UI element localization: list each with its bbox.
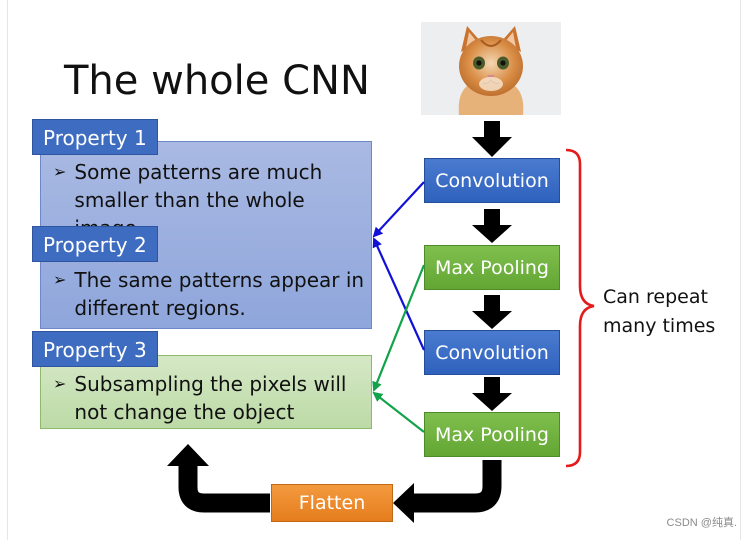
- to-flatten-arrowhead-icon: [393, 483, 414, 523]
- property-1-tag: Property 1: [32, 119, 158, 155]
- convolution-block-1: Convolution: [424, 158, 560, 203]
- property-3-tag: Property 3: [32, 331, 158, 367]
- bullet-arrow-icon: ➢: [53, 270, 67, 289]
- max-pooling-block-1: Max Pooling: [424, 245, 560, 290]
- flatten-block: Flatten: [271, 484, 393, 522]
- watermark: CSDN @纯真.: [666, 517, 737, 529]
- property-3-line-2: not change the object: [74, 400, 295, 424]
- property-3-bullet: ➢ Subsampling the pixels will not change…: [53, 370, 347, 426]
- down-arrow-icon: [472, 295, 512, 329]
- repeat-brace-icon: [565, 148, 595, 468]
- pool1-to-property-3-arrow: [372, 264, 426, 392]
- property-3-line-1: Subsampling the pixels will: [74, 372, 347, 396]
- convolution-block-2: Convolution: [424, 330, 560, 375]
- property-2-bullet: ➢ The same patterns appear in different …: [53, 266, 364, 322]
- max-pooling-block-2: Max Pooling: [424, 412, 560, 457]
- down-arrow-icon: [472, 377, 512, 411]
- conv1-to-properties-arrow: [372, 181, 425, 238]
- down-arrow-icon: [472, 121, 512, 157]
- property-2-line-2: different regions.: [74, 296, 246, 320]
- pool2-to-property-3-arrow: [372, 391, 425, 433]
- repeat-note-line-1: Can repeat: [603, 286, 708, 308]
- repeat-note: Can repeat many times: [603, 283, 715, 341]
- cat-photo-icon: [421, 22, 561, 115]
- bullet-arrow-icon: ➢: [53, 162, 67, 181]
- flatten-output-arrow: [178, 466, 270, 513]
- property-3-panel: ➢ Subsampling the pixels will not change…: [40, 355, 372, 429]
- slide-title: The whole CNN: [64, 58, 370, 104]
- flow-down-arrows: [472, 121, 512, 411]
- conv2-to-properties-arrow: [372, 237, 426, 351]
- repeat-note-line-2: many times: [603, 315, 716, 337]
- to-flatten-arrow: [414, 460, 502, 513]
- property-2-line-1: The same patterns appear in: [74, 268, 365, 292]
- cat-image: [421, 22, 561, 115]
- property-2-tag: Property 2: [32, 226, 158, 262]
- flatten-output-arrowhead-icon: [167, 444, 209, 466]
- property-1-line-1: Some patterns are much: [74, 160, 323, 184]
- bullet-arrow-icon: ➢: [53, 374, 67, 393]
- down-arrow-icon: [472, 209, 512, 243]
